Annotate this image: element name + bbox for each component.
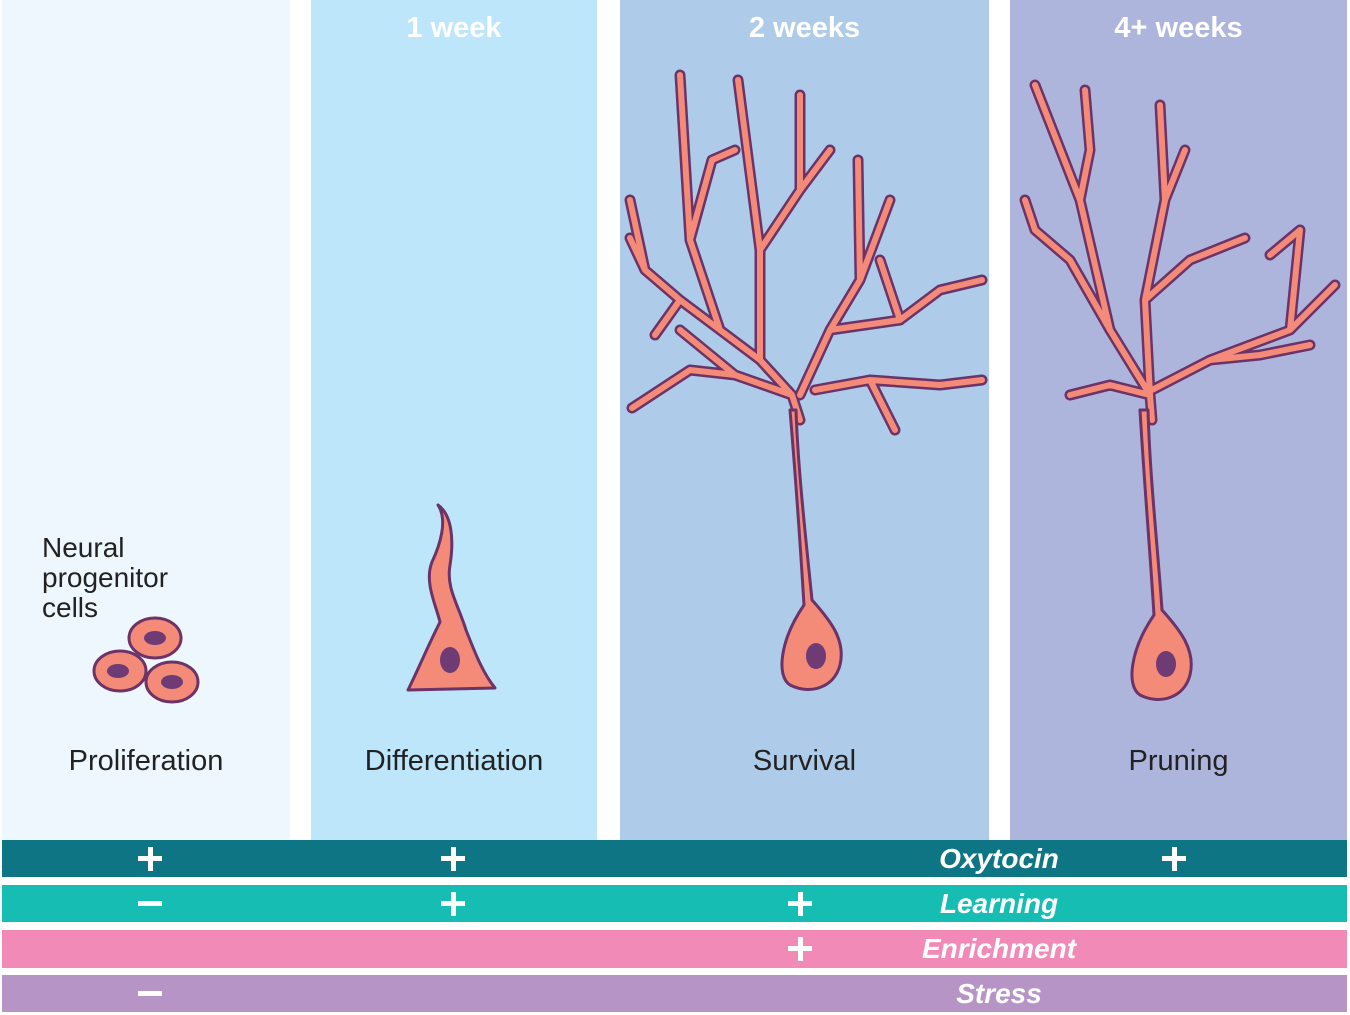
factor-label-oxytocin: Oxytocin [939,842,1059,874]
plus-icon [788,937,812,961]
minus-icon [138,892,162,916]
stage-label-differentiation: Differentiation [364,745,544,777]
cells-label-line: Neural [42,532,125,563]
neural-progenitor-cells-label: Neural progenitor cells [42,533,168,623]
column-header-1-week: 1 week [406,12,502,44]
pruned-neuron-icon [1019,79,1341,701]
survival-neuron-icon [624,69,988,691]
factor-bar-enrichment: Enrichment [2,930,1347,968]
stage-label-survival: Survival [752,745,857,777]
factor-bar-oxytocin: Oxytocin [2,840,1347,877]
factor-bar-stress: Stress [2,975,1347,1012]
cells-label-line: progenitor [42,562,169,593]
column-header-2-weeks: 2 weeks [748,12,861,44]
plus-icon [441,891,465,916]
column-proliferation: Proliferation [2,0,290,840]
minus-icon [138,982,162,1006]
progenitor-cells-icon [92,616,200,704]
differentiating-neuron-icon [406,503,497,692]
column-differentiation: 1 week Differentiation [311,0,597,840]
factor-label-enrichment: Enrichment [921,933,1077,964]
factor-bar-learning: Learning [2,885,1347,922]
column-pruning: 4+ weeks Pruning [1010,0,1347,840]
factor-label-learning: Learning [939,887,1059,919]
stage-label-proliferation: Proliferation [68,745,224,777]
plus-icon [788,891,812,916]
plus-icon [441,846,465,871]
stage-label-pruning: Pruning [1128,745,1229,777]
factor-label-stress: Stress [956,977,1042,1009]
plus-icon [138,846,162,871]
column-header-4-weeks: 4+ weeks [1114,12,1243,44]
cells-label-line: cells [42,592,99,623]
plus-icon [1162,846,1186,871]
neuron-illustrations [92,69,1341,704]
